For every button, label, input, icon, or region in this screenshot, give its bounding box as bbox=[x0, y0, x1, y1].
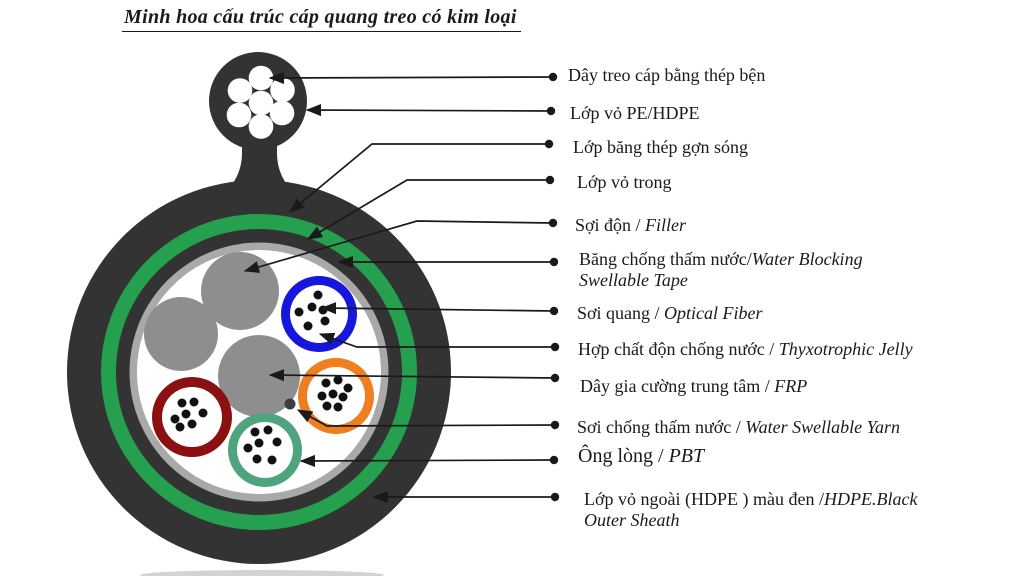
messenger-section bbox=[209, 52, 307, 192]
optical-fiber-dots-blue bbox=[294, 290, 330, 331]
arrow-filler bbox=[243, 220, 554, 273]
optical-fiber-dots-green bbox=[243, 425, 282, 465]
loose-tube-red bbox=[152, 377, 232, 457]
loose-tube-green bbox=[228, 413, 302, 487]
label-text-en: Thyxotrophic Jelly bbox=[778, 339, 913, 359]
loose-tube-red-jelly bbox=[162, 387, 222, 447]
loose-tube-blue bbox=[281, 276, 357, 352]
diagram-title: Minh hoa cấu trúc cáp quang treo có kim … bbox=[122, 6, 521, 32]
arrow-water-swellable-yarn bbox=[296, 409, 556, 427]
water-blocking-tape-label: Băng chống thấm nước/Water Blocking Swel… bbox=[579, 249, 913, 291]
filler-rod-left bbox=[144, 297, 218, 371]
arrow-pe-hdpe-sheath bbox=[305, 103, 552, 117]
pe-hdpe-sheath-label: Lớp vỏ PE/HDPE bbox=[570, 103, 700, 124]
arrow-frp bbox=[268, 369, 556, 382]
water-swellable-yarn-label: Sơi chống thấm nước / Water Swellable Ya… bbox=[577, 417, 900, 438]
inner-sheath-label: Lớp vỏ trong bbox=[577, 172, 672, 193]
arrow-pbt-loose-tube bbox=[299, 454, 555, 468]
label-text-vi: Băng chống thấm nước/ bbox=[579, 249, 752, 269]
messenger-wire-label: Dây treo cáp bằng thép bện bbox=[568, 65, 765, 86]
label-text-en: FRP bbox=[774, 376, 808, 396]
label-text-vi: Sợi độn / bbox=[575, 215, 646, 235]
outer-sheath-label: Lớp vỏ ngoài (HDPE ) màu đen /HDPE.Black… bbox=[584, 489, 924, 531]
thixotropic-jelly-label: Hợp chất độn chống nước / Thyxotrophic J… bbox=[578, 339, 913, 360]
callout-arrows bbox=[243, 71, 556, 504]
label-text-en: Optical Fiber bbox=[664, 303, 763, 323]
label-text-en: PBT bbox=[668, 445, 705, 467]
label-text-vi: Ông lòng / bbox=[578, 445, 669, 467]
arrow-optical-fiber bbox=[320, 302, 555, 315]
label-text-vi: Lớp băng thép gợn sóng bbox=[573, 137, 749, 157]
label-text-vi: Sơi chống thấm nước / bbox=[577, 417, 746, 437]
optical-fiber-dots-orange bbox=[317, 375, 353, 412]
label-text-vi: Lớp vỏ ngoài (HDPE ) màu đen / bbox=[584, 489, 824, 509]
label-text-en: Water Blocking Swellable Tape bbox=[579, 249, 863, 290]
loose-tube-orange bbox=[298, 358, 374, 434]
loose-tube-green-jelly bbox=[237, 422, 293, 478]
optical-fiber-dots-red bbox=[170, 397, 208, 432]
optical-fiber-label: Sơi quang / Optical Fiber bbox=[577, 303, 763, 324]
label-text-vi: Dây gia cường trung tâm / bbox=[580, 376, 775, 396]
label-text-vi: Dây treo cáp bằng thép bện bbox=[568, 65, 766, 85]
core-elements bbox=[144, 252, 374, 487]
label-text-vi: Hợp chất độn chống nước / bbox=[578, 339, 779, 359]
frp-strength-member-label: Dây gia cường trung tâm / FRP bbox=[580, 376, 807, 397]
arrow-thixotropic-jelly bbox=[318, 332, 555, 348]
water-swellable-yarn-dot bbox=[284, 398, 296, 410]
label-text-en: Filler bbox=[645, 215, 687, 235]
filler-label: Sợi độn / Filler bbox=[575, 215, 686, 236]
label-text-en: Water Swellable Yarn bbox=[745, 417, 900, 437]
label-text-en: HDPE.Black Outer Sheath bbox=[584, 489, 918, 530]
label-text-vi: Sơi quang / bbox=[577, 303, 665, 323]
arrow-corrugated-steel-tape bbox=[289, 143, 549, 213]
label-text-vi: Lớp vỏ trong bbox=[577, 172, 672, 192]
pbt-loose-tube-label: Ông lòng / PBT bbox=[578, 446, 704, 467]
cable-shadow bbox=[140, 570, 384, 576]
arrow-inner-sheath bbox=[306, 179, 550, 240]
steel-strand-wires bbox=[226, 65, 295, 139]
frp-central-strength-member bbox=[218, 335, 300, 417]
corrugated-steel-tape-label: Lớp băng thép gợn sóng bbox=[573, 137, 748, 158]
label-text-vi: Lớp vỏ PE/HDPE bbox=[570, 103, 700, 123]
callout-bullets bbox=[544, 72, 560, 502]
arrow-steel-strand bbox=[268, 71, 554, 85]
